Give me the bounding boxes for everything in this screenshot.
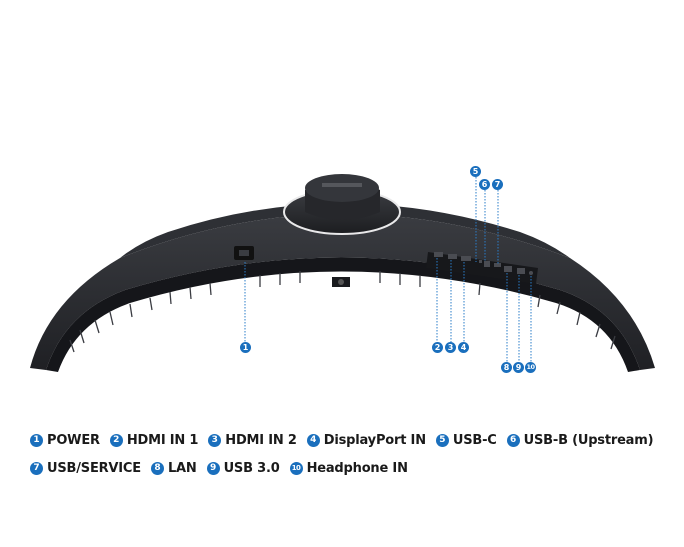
legend-label: USB-B (Upstream)	[523, 432, 654, 448]
legend-label: USB 3.0	[223, 460, 280, 476]
callout-badge-1: 1	[240, 342, 251, 353]
callout-badge-8: 8	[501, 362, 512, 373]
legend-label: HDMI IN 1	[126, 432, 199, 448]
legend-num: 4	[306, 433, 320, 447]
legend-item-power: 1 POWER	[30, 433, 100, 448]
legend-label: LAN	[167, 460, 197, 476]
legend-num: 6	[506, 433, 520, 447]
legend-row-1: 1 POWER 2 HDMI IN 1 3 HDMI IN 2 4 Displa…	[30, 430, 670, 450]
legend-item-lan: 8 LAN	[150, 460, 197, 476]
callout-badge-7: 7	[492, 179, 503, 190]
legend-num: 9	[206, 461, 220, 475]
callout-badge-6: 6	[479, 179, 490, 190]
callout-badge-10: 10	[525, 362, 536, 373]
legend-label: DisplayPort IN	[323, 432, 426, 448]
legend-item-hdmi-in-1: 2 HDMI IN 1	[109, 432, 199, 448]
legend-item-hdmi-in-2: 3 HDMI IN 2	[208, 432, 297, 448]
callout-badge-2: 2	[432, 342, 443, 353]
callout-badge-9: 9	[513, 362, 524, 373]
legend-item-usb-3: 9 USB 3.0	[206, 460, 280, 476]
legend-label: HDMI IN 2	[225, 432, 297, 448]
legend-label: USB-C	[452, 432, 497, 448]
monitor-illustration	[30, 174, 655, 372]
legend-label: USB/SERVICE	[47, 460, 141, 476]
legend-item-headphone-in: 10 Headphone IN	[289, 460, 408, 476]
legend-num: 5	[435, 433, 449, 447]
legend-label: POWER	[47, 432, 100, 448]
callout-badge-3: 3	[445, 342, 456, 353]
legend-item-usb-service: 7 USB/SERVICE	[30, 461, 141, 476]
legend-num: 7	[30, 461, 43, 475]
legend-num: 10	[289, 461, 303, 475]
callout-badge-5: 5	[470, 166, 481, 177]
legend-num: 2	[109, 433, 123, 447]
legend-num: 3	[208, 433, 222, 447]
port-legend: 1 POWER 2 HDMI IN 1 3 HDMI IN 2 4 Displa…	[30, 430, 670, 486]
legend-item-usb-c: 5 USB-C	[435, 432, 497, 448]
legend-num: 8	[150, 461, 164, 475]
legend-item-displayport-in: 4 DisplayPort IN	[306, 432, 426, 448]
legend-row-2: 7 USB/SERVICE 8 LAN 9 USB 3.0 10 Headpho…	[30, 458, 670, 478]
legend-item-usb-b: 6 USB-B (Upstream)	[506, 432, 654, 448]
legend-label: Headphone IN	[306, 460, 408, 476]
legend-num: 1	[30, 433, 43, 447]
callout-badge-4: 4	[458, 342, 469, 353]
